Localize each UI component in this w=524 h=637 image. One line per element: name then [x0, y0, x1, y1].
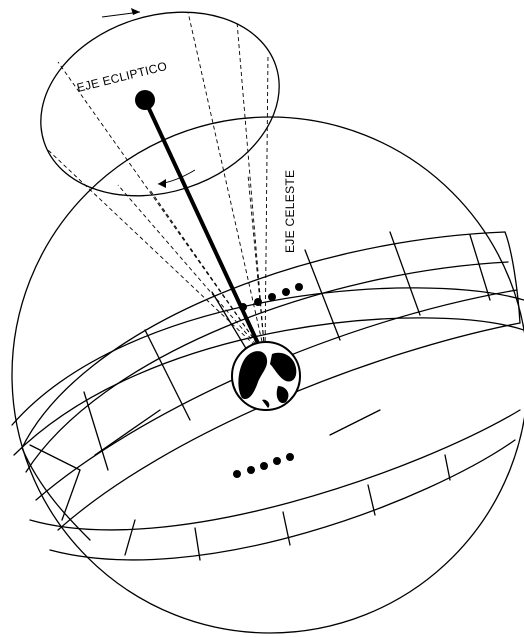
precession-circle: [17, 0, 303, 225]
ecliptic-axis-label: EJE ECLIPTICO: [75, 59, 168, 95]
celestial-axis-label: EJE CELESTE: [283, 170, 297, 253]
rotation-arrow-bottom: [158, 170, 195, 188]
earth-globe: [232, 342, 300, 410]
ecliptic-pole: [135, 90, 155, 110]
equator-band: [12, 288, 524, 560]
star-dots-lower: [233, 453, 294, 478]
rotation-arrow-top: [102, 8, 140, 17]
ecliptic-axis-rod: [145, 100, 262, 352]
